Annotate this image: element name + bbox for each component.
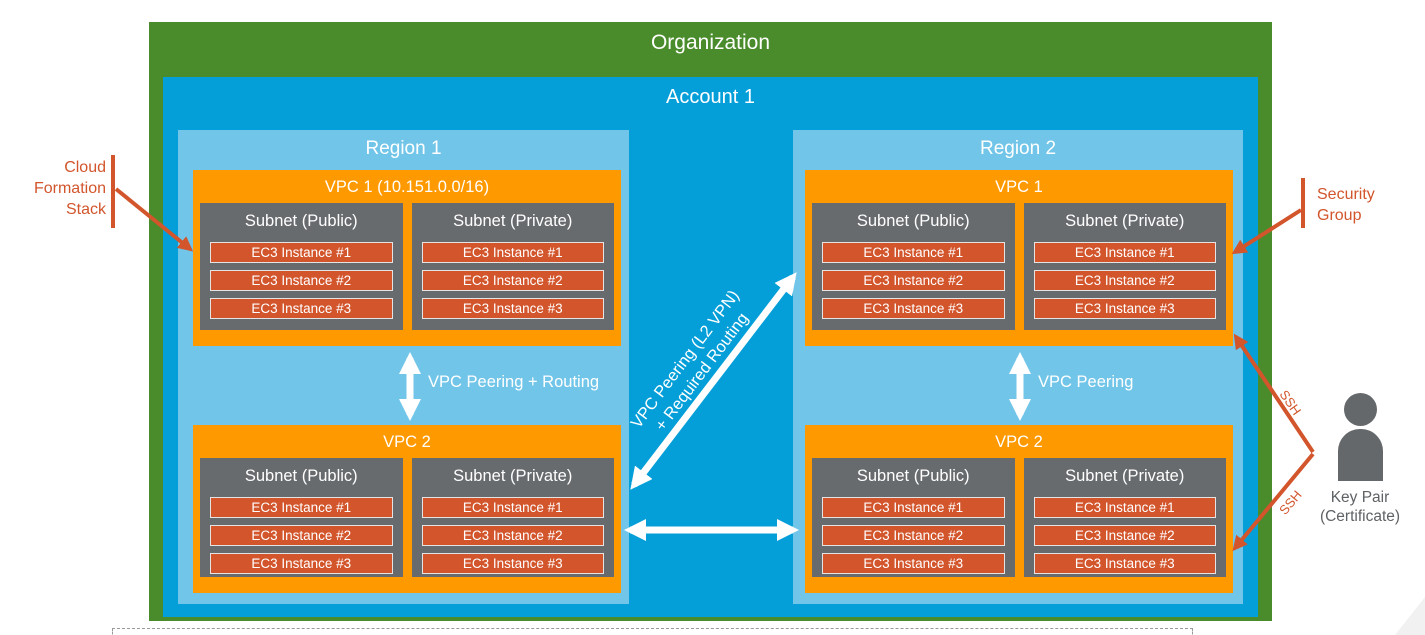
account-title: Account 1 xyxy=(666,86,755,108)
key-pair-line1: Key Pair xyxy=(1330,489,1390,506)
subnet-title: Subnet (Public) xyxy=(856,467,970,485)
region-2-title: Region 2 xyxy=(979,138,1057,159)
region1-vpc2-subnet-public: Subnet (Public) EC3 Instance #1 EC3 Inst… xyxy=(200,458,403,577)
subnet-title: Subnet (Private) xyxy=(1065,212,1185,230)
ec3-instance: EC3 Instance #2 xyxy=(421,270,604,291)
ec3-instance: EC3 Instance #2 xyxy=(822,270,1005,291)
ec3-instance: EC3 Instance #3 xyxy=(1033,298,1216,319)
ec3-instance: EC3 Instance #1 xyxy=(421,497,604,518)
region2-vpc1-subnets: Subnet (Public) EC3 Instance #1 EC3 Inst… xyxy=(805,201,1233,338)
ec3-instance: EC3 Instance #1 xyxy=(822,242,1005,263)
subnet-title: Subnet (Private) xyxy=(453,212,573,230)
region1-vpc2-subnets: Subnet (Public) EC3 Instance #1 EC3 Inst… xyxy=(193,456,621,585)
ec3-instance: EC3 Instance #1 xyxy=(1033,497,1216,518)
ec3-instance: EC3 Instance #3 xyxy=(210,553,393,574)
key-pair-person-icon xyxy=(1344,393,1377,426)
cloud-formation-line1: Cloud xyxy=(64,159,106,176)
ec3-instance: EC3 Instance #3 xyxy=(1033,553,1216,574)
ec3-instance: EC3 Instance #3 xyxy=(822,553,1005,574)
ec3-instance: EC3 Instance #1 xyxy=(1033,242,1216,263)
key-pair-line2: (Certificate) xyxy=(1319,508,1401,525)
region1-vpc1-subnet-public: Subnet (Public) EC3 Instance #1 EC3 Inst… xyxy=(200,203,403,330)
region1-vpc2-subnet-private: Subnet (Private) EC3 Instance #1 EC3 Ins… xyxy=(411,458,614,577)
ec3-instance: EC3 Instance #1 xyxy=(822,497,1005,518)
cloud-formation-stack-label: Cloud Formation Stack xyxy=(18,157,106,220)
subnet-title: Subnet (Public) xyxy=(856,212,970,230)
ec3-instance: EC3 Instance #3 xyxy=(210,298,393,319)
subnet-title: Subnet (Private) xyxy=(453,467,573,485)
region2-vpc2-subnet-public: Subnet (Public) EC3 Instance #1 EC3 Inst… xyxy=(812,458,1015,577)
ec3-instance: EC3 Instance #1 xyxy=(421,242,604,263)
cloud-formation-line2: Formation xyxy=(33,180,106,197)
page-corner-fold xyxy=(1395,597,1425,635)
ssh-label-top: SSH xyxy=(1276,387,1305,418)
security-group-label: Security Group xyxy=(1317,184,1375,226)
ec3-instance: EC3 Instance #2 xyxy=(1033,525,1216,546)
region2-vpc1-subnet-public: Subnet (Public) EC3 Instance #1 EC3 Inst… xyxy=(812,203,1015,330)
next-page-dashed-edge xyxy=(112,628,1193,635)
region1-vpc1-subnet-private: Subnet (Private) EC3 Instance #1 EC3 Ins… xyxy=(411,203,614,330)
region1-vpc1-box: VPC 1 (10.151.0.0/16) Subnet (Public) EC… xyxy=(193,170,621,346)
region2-vpc2-title: VPC 2 xyxy=(995,433,1043,451)
ec3-instance: EC3 Instance #1 xyxy=(210,497,393,518)
region1-vpc1-title: VPC 1 (10.151.0.0/16) xyxy=(324,178,490,196)
region-1-box: Region 1 VPC 1 (10.151.0.0/16) Subnet (P… xyxy=(178,130,629,604)
key-pair-person-body-icon xyxy=(1338,429,1383,481)
region-1-title: Region 1 xyxy=(365,138,442,159)
region1-vpc2-box: VPC 2 Subnet (Public) EC3 Instance #1 EC… xyxy=(193,425,621,593)
region2-vpc1-subnet-private: Subnet (Private) EC3 Instance #1 EC3 Ins… xyxy=(1023,203,1226,330)
organization-title: Organization xyxy=(650,31,771,54)
region-2-box: Region 2 VPC 1 Subnet (Public) EC3 Insta… xyxy=(793,130,1243,604)
vpc-peering-label: VPC Peering xyxy=(1038,373,1134,391)
region2-vpc2-subnets: Subnet (Public) EC3 Instance #1 EC3 Inst… xyxy=(805,456,1233,585)
region1-vpc2-title: VPC 2 xyxy=(383,433,431,451)
ec3-instance: EC3 Instance #3 xyxy=(822,298,1005,319)
ec3-instance: EC3 Instance #2 xyxy=(1033,270,1216,291)
key-pair-label: Key Pair (Certificate) xyxy=(1295,488,1425,526)
ec3-instance: EC3 Instance #2 xyxy=(421,525,604,546)
ec3-instance: EC3 Instance #3 xyxy=(421,553,604,574)
ec3-instance: EC3 Instance #2 xyxy=(210,525,393,546)
security-group-line2: Group xyxy=(1317,207,1362,224)
region2-vpc1-title: VPC 1 xyxy=(995,178,1043,196)
ec3-instance: EC3 Instance #1 xyxy=(210,242,393,263)
subnet-title: Subnet (Private) xyxy=(1065,467,1185,485)
region2-vpc1-box: VPC 1 Subnet (Public) EC3 Instance #1 EC… xyxy=(805,170,1233,346)
organization-box: Organization Account 1 Region 1 VPC 1 (1… xyxy=(149,22,1272,621)
subnet-title: Subnet (Public) xyxy=(244,467,358,485)
ec3-instance: EC3 Instance #2 xyxy=(210,270,393,291)
account-box: Account 1 Region 1 VPC 1 (10.151.0.0/16)… xyxy=(163,77,1258,617)
region2-vpc2-box: VPC 2 Subnet (Public) EC3 Instance #1 EC… xyxy=(805,425,1233,593)
vpc-peering-routing-label: VPC Peering + Routing xyxy=(428,373,600,391)
region2-vpc2-subnet-private: Subnet (Private) EC3 Instance #1 EC3 Ins… xyxy=(1023,458,1226,577)
subnet-title: Subnet (Public) xyxy=(244,212,358,230)
ec3-instance: EC3 Instance #2 xyxy=(822,525,1005,546)
cloud-formation-line3: Stack xyxy=(65,201,106,218)
security-group-line1: Security xyxy=(1317,186,1375,203)
ec3-instance: EC3 Instance #3 xyxy=(421,298,604,319)
region1-vpc1-subnets: Subnet (Public) EC3 Instance #1 EC3 Inst… xyxy=(193,201,621,338)
